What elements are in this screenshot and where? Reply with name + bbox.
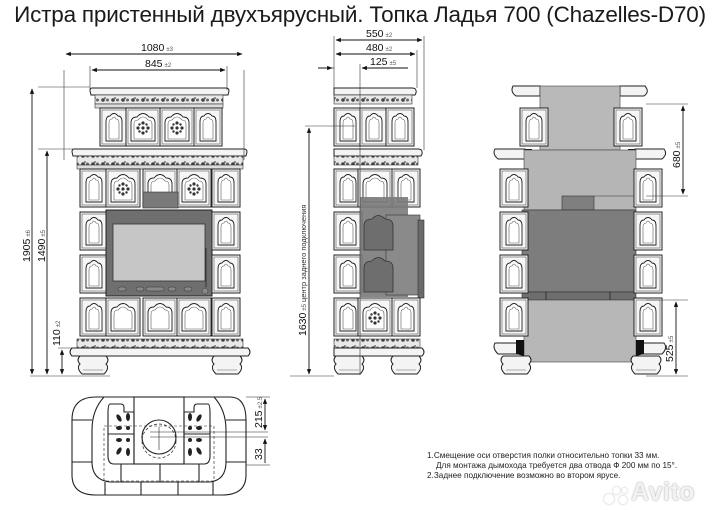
- dim-height-lower: 1490±5: [36, 229, 48, 262]
- dim-rear-lower: 525±5: [664, 335, 676, 362]
- plan-view: [71, 396, 270, 496]
- dim-rear-upper: 680±5: [671, 141, 683, 168]
- dim-width-total: 1080±3: [141, 42, 174, 54]
- page-title: Истра пристенный двухъярусный. Топка Лад…: [14, 2, 706, 27]
- dim-base-height: 110±2: [51, 320, 63, 346]
- plan-dims: 215±2.5 33: [253, 396, 268, 463]
- side-view: 550±2 480±2 125±5 1630±5центр заднего по…: [290, 28, 425, 377]
- note-1-continued: Для монтажа дымохода требуется два отвод…: [436, 461, 678, 471]
- notes-block: 1.Смещение оси отверстия полки относител…: [427, 451, 677, 482]
- dim-offset: 125±5: [370, 56, 397, 68]
- dim-height-total: 1905±6: [21, 229, 33, 262]
- rear-view: 680±5 525±5: [493, 85, 688, 377]
- dim-flue-offset: 215±2.5: [253, 396, 265, 428]
- note-1: 1.Смещение оси отверстия полки относител…: [427, 451, 660, 460]
- avito-watermark: Avito: [631, 478, 696, 506]
- front-view: 1080±3 845±2 1905±6 1490±5 110±2: [21, 42, 251, 377]
- dim-axis-shift: 33: [253, 448, 265, 460]
- dim-width-top: 845±2: [145, 58, 172, 70]
- dim-depth-total: 550±2: [366, 28, 393, 40]
- dim-rear-connection: 1630±5центр заднего подключения: [297, 205, 309, 336]
- note-2: 2.Заднее подключение возможно во втором …: [427, 471, 621, 481]
- dim-depth-top: 480±2: [366, 42, 393, 54]
- avito-logo-icon: [604, 484, 630, 506]
